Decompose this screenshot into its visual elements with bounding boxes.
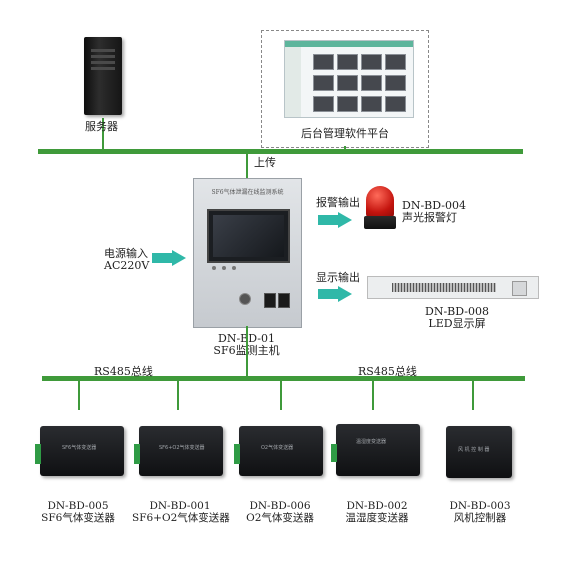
software-platform: 后台管理软件平台 [261, 30, 429, 148]
monitoring-host: SF6气体泄漏在线监测系统 [193, 178, 302, 328]
device-name: SF6气体变送器 [41, 512, 115, 524]
alarm-lamp-base [364, 216, 396, 229]
sf6-transmitter-icon: SF6气体变送器 [35, 426, 124, 476]
device-model: DN-BD-005 [47, 500, 109, 512]
bus-drop [280, 380, 282, 410]
rs485-left-label: RS485总线 [94, 365, 153, 378]
sf6-o2-transmitter-icon: SF6+O2气体变送器 [134, 426, 223, 476]
fan-controller-icon: 风 机 控 制 器 [446, 426, 512, 478]
platform-link [344, 146, 346, 151]
server-tower-icon [84, 37, 122, 115]
server-link [102, 118, 104, 151]
alarm-name: 声光报警灯 [402, 211, 457, 224]
display-model: DN-BD-008 [425, 305, 489, 318]
platform-label: 后台管理软件平台 [301, 127, 389, 140]
device-name: 风机控制器 [453, 512, 507, 524]
device-model: DN-BD-006 [249, 500, 311, 512]
device-name: SF6+O2气体变送器 [132, 512, 230, 524]
device-name: 温湿度变送器 [345, 512, 409, 524]
host-downlink [246, 326, 248, 378]
bus-drop [78, 380, 80, 410]
host-uplink [246, 153, 248, 179]
power-voltage-label: AC220V [104, 259, 150, 272]
rs485-right-label: RS485总线 [358, 365, 417, 378]
alarm-model: DN-BD-004 [402, 199, 466, 212]
bus-drop [177, 380, 179, 410]
display-name: LED显示屏 [428, 317, 486, 330]
led-display-icon [367, 276, 539, 299]
device-model: DN-BD-003 [449, 500, 511, 512]
bus-drop [372, 380, 374, 410]
host-lcd-screen [207, 209, 290, 263]
alarm-arrow-icon [318, 212, 352, 228]
rs485-bus [42, 376, 525, 381]
device-model: DN-BD-001 [149, 500, 211, 512]
platform-screenshot [284, 40, 414, 118]
alarm-output-label: 报警输出 [316, 196, 360, 209]
alarm-lamp-icon [366, 186, 394, 218]
bus-drop [472, 380, 474, 410]
device-model: DN-BD-002 [346, 500, 408, 512]
network-bus [38, 149, 523, 154]
host-knob-icon [239, 293, 251, 305]
power-arrow-icon [152, 250, 186, 266]
display-arrow-icon [318, 286, 352, 302]
device-name: O2气体变送器 [246, 512, 314, 524]
display-output-label: 显示输出 [316, 271, 360, 284]
o2-transmitter-icon: O2气体变送器 [234, 426, 323, 476]
upload-label: 上传 [254, 156, 276, 169]
server-label: 服务器 [85, 120, 118, 133]
temp-humidity-transmitter-icon: 温湿度变送器 [331, 424, 420, 476]
power-input-label: 电源输入 [104, 247, 148, 260]
